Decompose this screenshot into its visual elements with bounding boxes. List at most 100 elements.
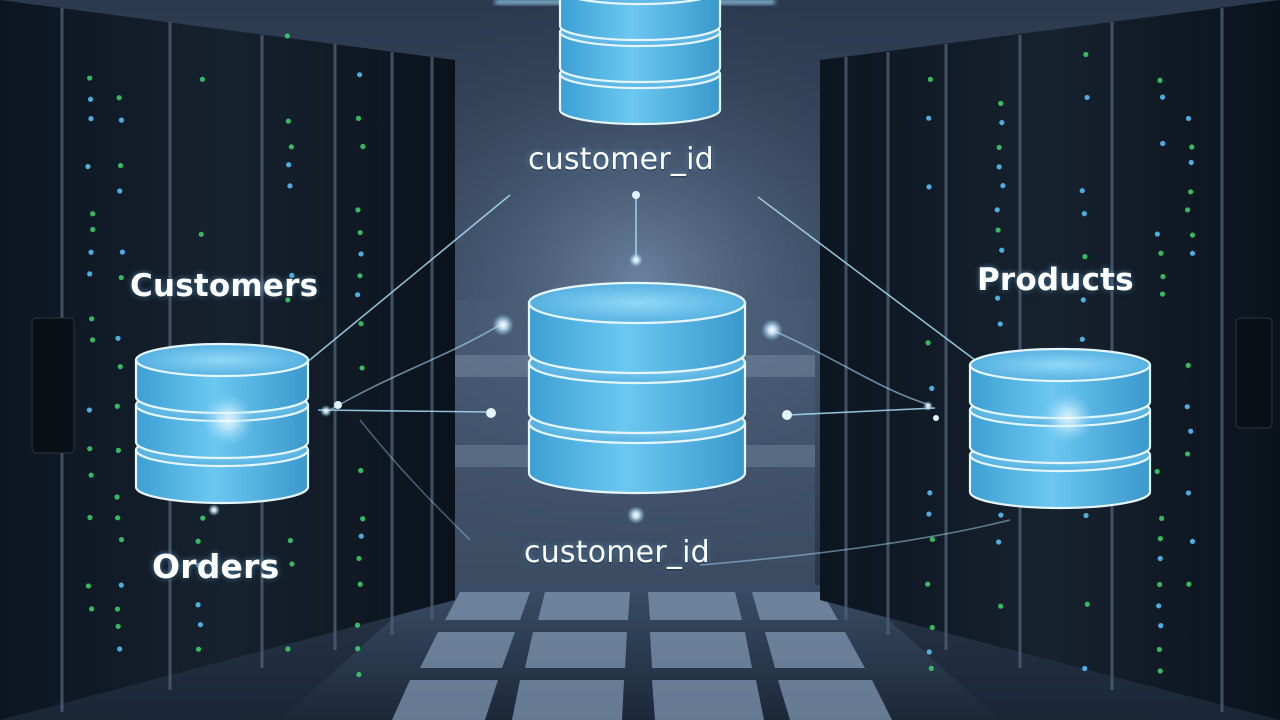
rack-led [1159,94,1166,100]
rack-led [1083,51,1089,58]
rack-led [926,649,932,655]
key-label-top: customer_id [528,142,714,177]
rack-led [87,96,94,102]
rack-led [1160,140,1166,147]
database-disk [558,0,722,42]
rack-led [195,538,201,544]
database-icon-customers [134,342,310,505]
rack-led [1158,623,1164,629]
rack-led [357,229,363,236]
rack-led [1157,668,1163,674]
rack-led [197,622,204,628]
rack-led [115,447,121,453]
rack-led [359,365,365,371]
link-curve-left-low [359,419,471,541]
rack-led [929,536,936,543]
rack-led [87,514,93,521]
rack-led [1082,254,1088,260]
rack-led [90,211,96,217]
rack-led [354,622,361,628]
rack-led [1185,362,1191,368]
rack-led [199,76,205,82]
rack-led [994,295,1001,301]
rack-led [114,606,121,612]
rack-led [355,207,361,213]
rack-led [998,512,1004,518]
table-label-products: Products [977,262,1134,298]
rack-led [999,119,1005,126]
rack-led [115,515,121,521]
rack-led [1157,77,1163,83]
rack-led [996,164,1002,170]
rack-led [88,472,94,478]
table-label-orders: Orders [152,547,280,586]
rack-led [355,115,362,122]
rack-led [925,340,931,346]
rack-led [995,227,1001,233]
rack-led [996,144,1002,151]
database-disk-top [578,0,702,6]
rack-led [1184,451,1191,457]
rack-led [357,273,363,279]
rack-led [998,100,1004,107]
rack-led [356,671,362,678]
rack-led [88,606,95,612]
rack-led [195,646,202,652]
rack-led [1184,207,1191,213]
rack-led [86,407,93,413]
rack-led [1154,231,1160,237]
rack-led [117,364,123,370]
node-dot [208,504,220,516]
rack-led [285,297,291,303]
rack-led [358,533,364,539]
rack-led [90,226,96,233]
rack-led [117,646,123,652]
rack-led [1084,94,1090,101]
rack-led [927,76,933,82]
rack-led [1082,665,1088,672]
rack-led [1158,250,1164,256]
rack-led [286,162,292,168]
rack-led [356,555,362,562]
rack-led [1185,115,1192,122]
rack-led [1080,297,1086,303]
rack-led [118,274,124,281]
rack-led [997,321,1003,327]
rack-led [1084,601,1090,607]
node-dot [492,314,514,336]
rack-led [1154,468,1160,475]
node-dot [486,408,496,418]
rack-led [1079,336,1085,342]
rack-led [289,272,295,278]
rack-led [285,646,291,652]
rack-led [196,562,202,568]
rack-led [1189,144,1195,150]
rack-led [198,231,204,237]
rack-led [1160,274,1166,280]
rack-led [87,75,93,81]
rack-led [998,603,1004,609]
rack-led [1188,159,1194,166]
rack-led [926,184,932,190]
rack-led [284,33,290,39]
rack-led [287,537,293,544]
rack-led [116,95,122,101]
rack-led [89,316,95,322]
rack-led [999,247,1005,253]
rack-led [115,335,121,341]
rack-led [1159,291,1166,297]
rack-led [195,602,201,608]
link-products-to-center [787,407,936,416]
connection-nodes [208,191,939,524]
rack-led [1188,428,1194,434]
link-key-to-customers [299,194,511,369]
rack-led [996,539,1002,545]
rack-led [1189,250,1196,256]
rack-led [1157,581,1163,588]
rack-led [994,207,1000,213]
rack-led [85,583,92,589]
rack-led [119,249,125,255]
rack-led [1188,189,1194,195]
rack-led [89,337,96,343]
